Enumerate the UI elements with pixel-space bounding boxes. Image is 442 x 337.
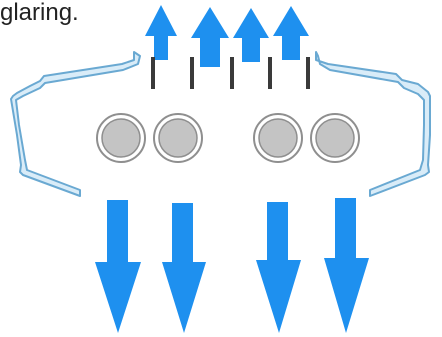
down-arrow-icon (256, 202, 301, 333)
louvers (151, 57, 310, 89)
down-arrow-icon (324, 198, 369, 333)
lamp-tube (310, 113, 360, 163)
down-arrow-icon (95, 200, 141, 333)
down-arrow-icon (162, 203, 206, 333)
lamp-tubes (96, 113, 360, 163)
up-arrow-icon (191, 7, 229, 67)
right-reflector-bracket (315, 51, 431, 197)
up-arrow-icon (273, 6, 309, 60)
downward-arrows (95, 198, 369, 333)
caption-text: glaring. (0, 0, 79, 26)
louver-bar (268, 57, 272, 89)
up-arrow-icon (233, 8, 269, 62)
louver-bar (151, 57, 155, 89)
louver-bar (230, 57, 234, 89)
up-arrow-icon (145, 5, 177, 60)
upward-arrows (145, 5, 309, 67)
lamp-tube (253, 113, 303, 163)
lamp-tube (153, 113, 203, 163)
louver-bar (190, 57, 194, 89)
lamp-tube (96, 113, 146, 163)
louver-bar (306, 57, 310, 89)
left-reflector-bracket (10, 51, 141, 197)
